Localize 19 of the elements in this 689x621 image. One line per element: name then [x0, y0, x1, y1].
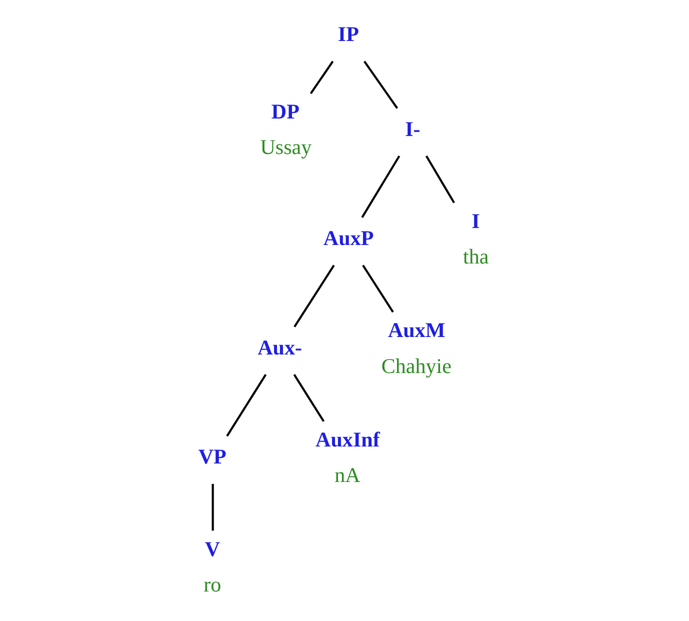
connector: [425, 155, 455, 204]
node-text: Aux-: [258, 335, 302, 360]
node-text: I-: [405, 116, 420, 141]
connector: [362, 264, 394, 313]
connector: [226, 374, 267, 437]
connector: [293, 374, 325, 422]
connector: [361, 155, 400, 218]
connector: [310, 60, 334, 94]
connector: [364, 60, 398, 109]
node-text: AuxM Chahyie: [381, 318, 452, 378]
node-text: I tha: [463, 208, 489, 268]
node-text: DP Ussay: [260, 100, 312, 160]
node-text: IP: [338, 22, 359, 46]
node-text: AuxP: [323, 226, 374, 250]
node-text: VP: [198, 444, 226, 469]
node-text: AuxInf nA: [316, 428, 380, 488]
connector: [294, 264, 335, 328]
connector: [212, 484, 214, 531]
node-text: V ro: [204, 536, 222, 596]
